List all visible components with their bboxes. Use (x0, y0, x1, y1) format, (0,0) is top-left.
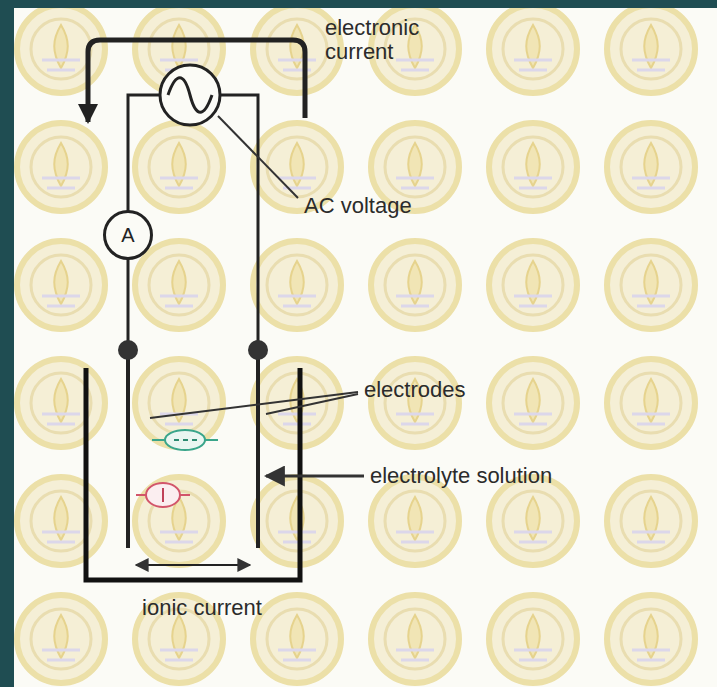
side-band (0, 0, 14, 687)
label-text: electrodes (364, 378, 564, 402)
beaker (86, 368, 300, 580)
label-text: ionic current (142, 596, 262, 620)
leader-line (266, 394, 358, 414)
top-band (0, 0, 717, 8)
ionic-arrow (136, 564, 250, 566)
electrode (256, 350, 260, 548)
ac-source (160, 65, 220, 125)
sine-symbol (168, 78, 212, 113)
label-text: electronic current (325, 16, 443, 64)
terminal (248, 340, 268, 360)
leader-line (150, 392, 358, 418)
label-text: AC voltage (304, 194, 504, 218)
leader-line (218, 116, 298, 198)
anion (152, 430, 218, 450)
wire (128, 95, 160, 211)
wire (127, 259, 130, 350)
label-text: electrolyte solution (370, 464, 670, 488)
wire (220, 95, 258, 350)
meter-letter: A (121, 224, 134, 247)
terminal (118, 340, 138, 360)
cation (136, 483, 190, 507)
electrode (126, 350, 130, 548)
ammeter-symbol: A (103, 210, 154, 261)
leader-arrow (266, 475, 364, 478)
